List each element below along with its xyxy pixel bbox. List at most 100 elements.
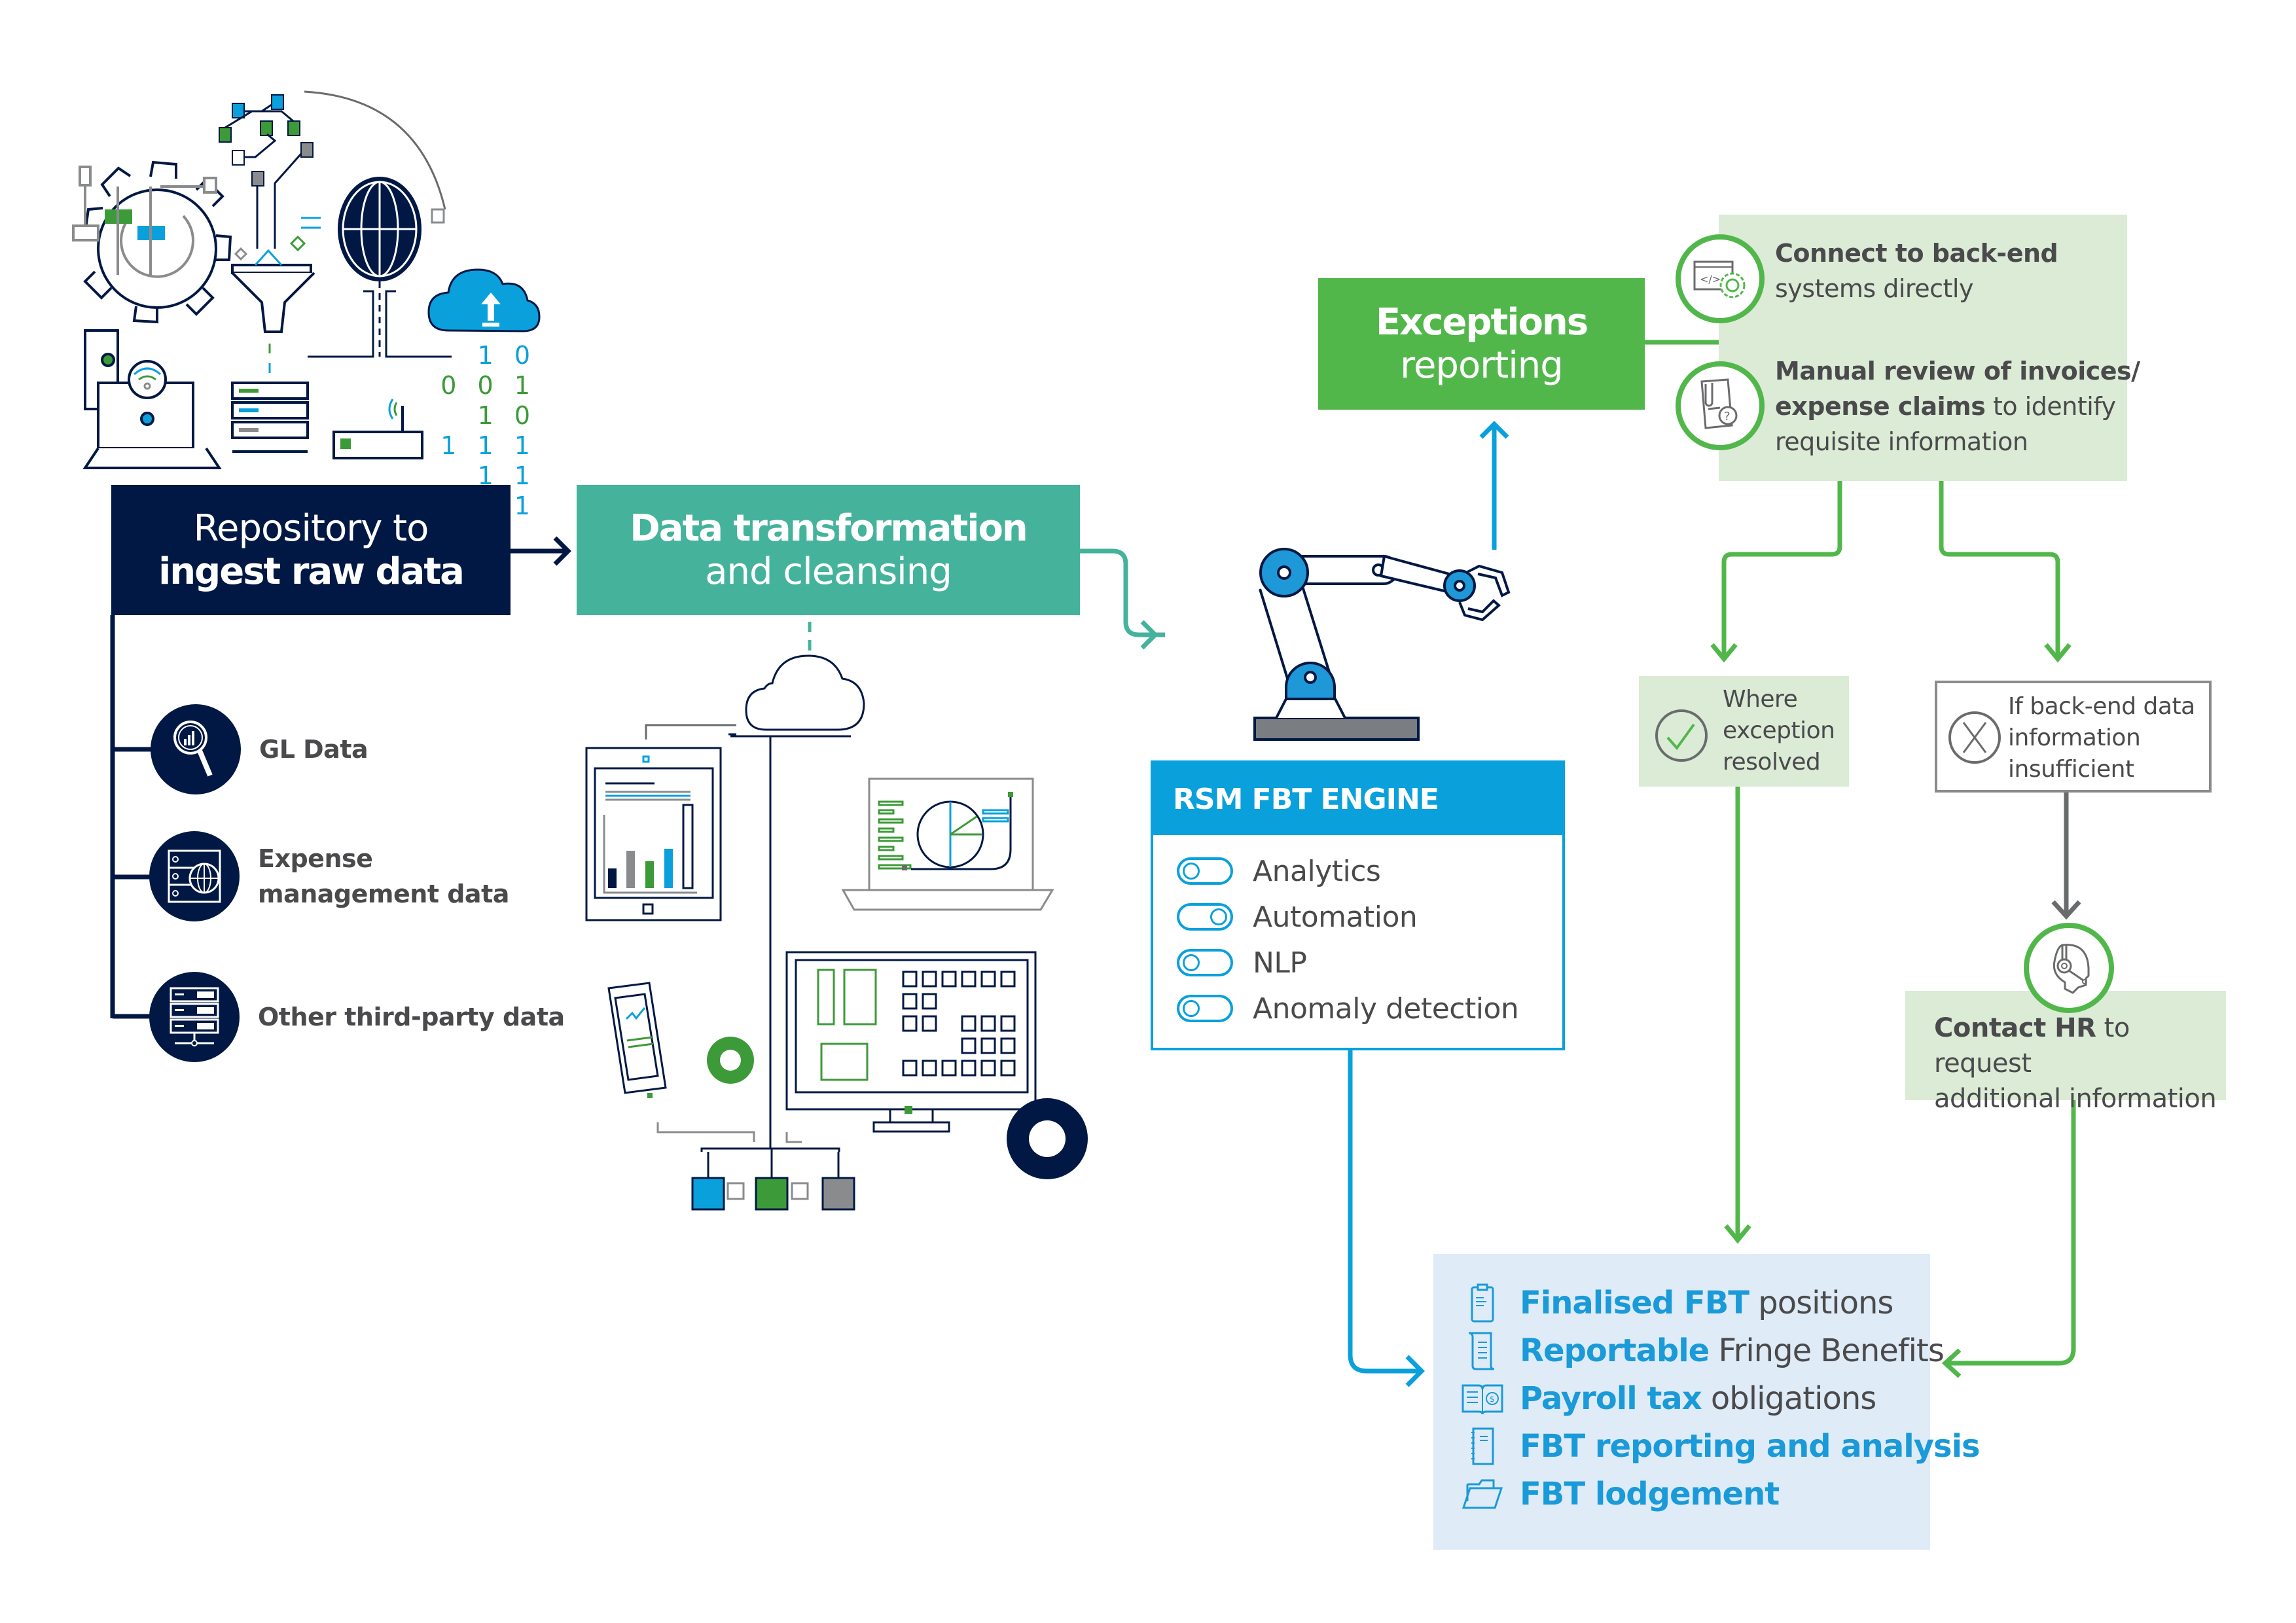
output-item-lodgement: FBT lodgement bbox=[1460, 1471, 1780, 1517]
output-item-payroll-tax: $ Payroll tax obligations bbox=[1460, 1376, 1876, 1421]
contact-hr-text: Contact HR to request additional informa… bbox=[1934, 1010, 2226, 1116]
source-expense-management: Expense management data bbox=[149, 831, 509, 921]
action-connect-backend: Connect to back-end systems directly bbox=[1775, 236, 2058, 306]
grid-cell bbox=[961, 1060, 977, 1077]
fbt-outputs-panel: Finalised FBT positions Reportable Fring… bbox=[1433, 1254, 1981, 1550]
exception-resolved-box: Where exception resolved bbox=[1639, 676, 1849, 787]
source-label-line2: management data bbox=[258, 880, 509, 908]
insufficient-line: If back-end data bbox=[2008, 693, 2195, 720]
engine-feature-automation: Automation bbox=[1177, 894, 1562, 940]
laptop-wifi-icon bbox=[82, 329, 222, 469]
robot-arm-icon bbox=[1253, 548, 1511, 741]
gear-green-icon bbox=[707, 1037, 754, 1084]
binary-line: 1 1 1 1 1 bbox=[440, 431, 537, 490]
arrow-engine-to-output bbox=[1348, 1050, 1425, 1387]
clipboard-icon bbox=[1460, 1281, 1505, 1325]
gear-outline-icon bbox=[83, 160, 232, 324]
repository-box: Repository to ingest raw data bbox=[111, 485, 511, 615]
repository-title-line2: ingest raw data bbox=[158, 550, 465, 593]
server-globe-icon bbox=[149, 831, 240, 921]
toggle-knob bbox=[1210, 908, 1227, 925]
nlp-toggle[interactable] bbox=[1177, 949, 1233, 976]
output-text: Reportable Fringe Benefits bbox=[1520, 1332, 1945, 1369]
insufficient-line: insufficient bbox=[2008, 756, 2134, 783]
folder-icon bbox=[1460, 1472, 1505, 1516]
grid-cell bbox=[922, 1015, 937, 1032]
engine-title: RSM FBT ENGINE bbox=[1153, 763, 1562, 835]
source-label-line1: Expense bbox=[258, 844, 373, 873]
laptop-pie-icon bbox=[841, 777, 1054, 911]
source-gl-data: GL Data bbox=[151, 704, 368, 794]
output-bold: Reportable bbox=[1520, 1332, 1710, 1369]
check-circle-icon bbox=[1655, 709, 1708, 762]
gear-navy-icon bbox=[1007, 1098, 1088, 1179]
anomaly-detection-toggle[interactable] bbox=[1177, 995, 1233, 1022]
engine-feature-analytics: Analytics bbox=[1177, 848, 1562, 894]
grid-cell bbox=[941, 1060, 957, 1077]
sliders-icon bbox=[72, 166, 217, 275]
grid-cell bbox=[922, 1060, 937, 1077]
grid-cell bbox=[1000, 1037, 1016, 1054]
engine-feature-anomaly: Anomaly detection bbox=[1177, 986, 1562, 1031]
engine-feature-nlp: NLP bbox=[1177, 940, 1562, 986]
arrow-robot-to-exceptions bbox=[1479, 421, 1509, 550]
analytics-toggle[interactable] bbox=[1177, 857, 1233, 885]
toggle-knob bbox=[1183, 954, 1200, 971]
binary-line: 1 0 bbox=[477, 341, 537, 370]
resolved-text: Where exception resolved bbox=[1723, 684, 1835, 778]
exceptions-title-line2: reporting bbox=[1400, 344, 1564, 387]
output-item-reportable: Reportable Fringe Benefits bbox=[1460, 1328, 1945, 1374]
transform-title-line2: and cleansing bbox=[705, 550, 952, 593]
x-circle-icon bbox=[1948, 711, 2001, 764]
action-manual-review: Manual review of invoices/ expense claim… bbox=[1775, 353, 2140, 459]
engine-feature-label: Anomaly detection bbox=[1253, 991, 1519, 1026]
contact-hr-bold: Contact HR bbox=[1934, 1013, 2096, 1043]
funnel-icon bbox=[231, 235, 315, 373]
output-text: Payroll tax obligations bbox=[1520, 1380, 1876, 1417]
output-rest: positions bbox=[1749, 1285, 1893, 1321]
ingest-illustration bbox=[72, 90, 541, 469]
magnifier-chart-icon bbox=[151, 704, 241, 794]
svg-text:$: $ bbox=[1490, 1395, 1495, 1404]
router-icon bbox=[332, 399, 423, 459]
arrow-repo-to-transform bbox=[511, 536, 571, 566]
svg-text:</>: </> bbox=[1700, 273, 1721, 285]
exceptions-reporting-box: Exceptions reporting bbox=[1318, 278, 1645, 410]
monitor-grid-icon bbox=[785, 951, 1037, 1133]
resolved-line: Where bbox=[1723, 686, 1798, 713]
toggle-knob bbox=[1183, 1000, 1200, 1017]
grid-cell bbox=[922, 971, 937, 988]
data-transformation-box: Data transformation and cleansing bbox=[577, 485, 1080, 615]
grid-cell bbox=[980, 1060, 996, 1077]
hierarchy-nodes-icon bbox=[656, 1122, 855, 1211]
output-bold: FBT reporting and analysis bbox=[1520, 1428, 1981, 1465]
binary-line: 0 0 1 1 0 bbox=[440, 371, 537, 430]
action-connect-rest: systems directly bbox=[1775, 274, 1973, 303]
binary-digits-text: 1 0 0 0 1 1 0 1 1 1 1 1 0 0 1 bbox=[419, 340, 537, 521]
engine-feature-label: Analytics bbox=[1253, 854, 1381, 888]
action-review-bold2: expense claims bbox=[1775, 392, 1986, 421]
server-rack-icon bbox=[149, 972, 240, 1062]
grid-cell bbox=[980, 1015, 996, 1032]
grid-cell bbox=[1000, 1060, 1016, 1077]
contact-hr-rest2: additional information bbox=[1934, 1084, 2217, 1114]
output-bold: Finalised FBT bbox=[1520, 1285, 1749, 1321]
grid-cell bbox=[902, 1060, 918, 1077]
action-review-rest3: requisite information bbox=[1775, 427, 2028, 456]
grid-cell bbox=[980, 971, 996, 988]
code-gear-icon: </> bbox=[1676, 234, 1765, 323]
transform-title-line1: Data transformation bbox=[630, 507, 1028, 550]
output-text: Finalised FBT positions bbox=[1520, 1285, 1893, 1321]
contact-hr-box: Contact HR to request additional informa… bbox=[1905, 991, 2226, 1114]
output-item-finalised-fbt: Finalised FBT positions bbox=[1460, 1280, 1893, 1326]
cloud-outline-icon bbox=[745, 654, 865, 731]
exceptions-title-line1: Exceptions bbox=[1375, 300, 1588, 344]
source-label: Other third-party data bbox=[258, 1003, 565, 1031]
action-connect-bold: Connect to back-end bbox=[1775, 239, 2058, 268]
engine-feature-label: Automation bbox=[1253, 900, 1418, 934]
source-label: Expense management data bbox=[240, 841, 509, 912]
automation-toggle[interactable] bbox=[1177, 903, 1233, 931]
arrow-insufficient-to-hr bbox=[2051, 793, 2081, 920]
source-third-party: Other third-party data bbox=[149, 972, 565, 1062]
